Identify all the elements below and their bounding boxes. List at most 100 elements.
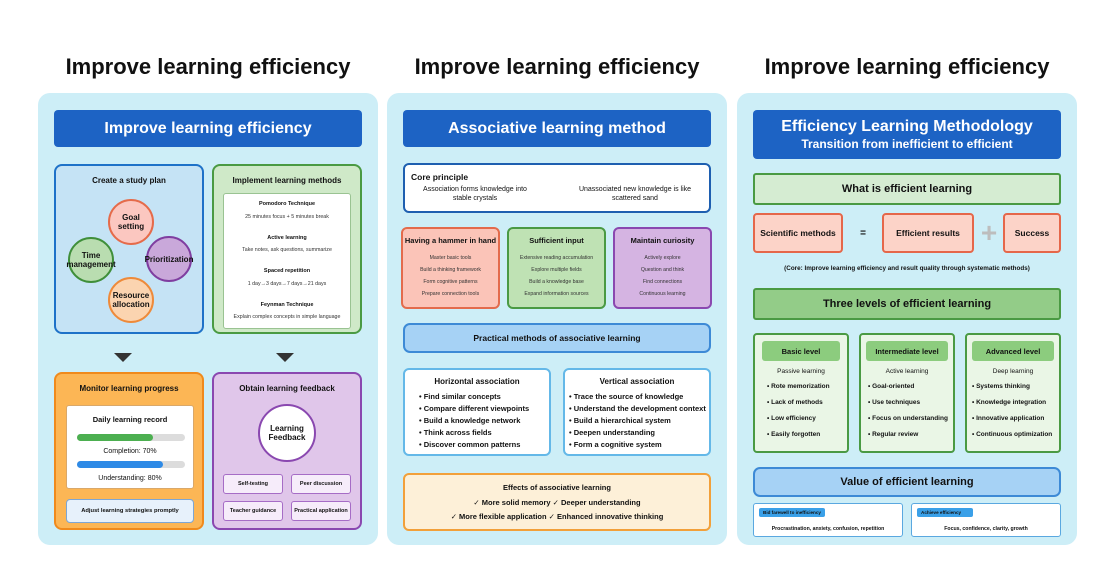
value-farewell-tag: Bid farewell to inefficiency	[759, 508, 825, 517]
level-title: Basic level	[762, 341, 840, 361]
method-desc: Explain complex concepts in simple langu…	[233, 314, 341, 320]
panel-3-title: Improve learning efficiency	[764, 54, 1050, 79]
feedback-item: Practical application	[291, 501, 351, 521]
scientific-methods-box: Scientific methods	[753, 213, 843, 253]
card-item: Expand information sources	[524, 291, 589, 297]
learning-feedback-circle: Learning Feedback	[258, 404, 316, 462]
goal-setting-circle: Goal setting	[108, 199, 154, 245]
feedback-heading: Obtain learning feedback	[239, 384, 335, 393]
method-name: Pomodoro Technique	[258, 201, 316, 207]
hammer-card-title: Having a hammer in hand	[404, 236, 497, 245]
value-farewell-text: Procrastination, anxiety, confusion, rep…	[771, 526, 885, 532]
feedback-item: Peer discussion	[291, 474, 351, 494]
feedback-item: Self-testing	[223, 474, 283, 494]
panel-methodology: Efficiency Learning Methodology Transiti…	[737, 93, 1077, 545]
effects-line-1: ✓ More solid memory ✓ Deeper understandi…	[473, 498, 641, 507]
what-efficient-heading: What is efficient learning	[753, 173, 1061, 205]
panel-1-title: Improve learning efficiency	[65, 54, 351, 79]
panel-3-banner-title: Efficiency Learning Methodology	[781, 118, 1033, 135]
list-item: Rote memorization	[767, 379, 847, 395]
level-card-advanced: Advanced level Deep learning Systems thi…	[965, 333, 1061, 453]
panel-3-banner: Efficiency Learning Methodology Transiti…	[753, 110, 1061, 159]
list-item: Innovative application	[972, 411, 1060, 427]
panel-3-banner-subtitle: Transition from inefficient to efficient	[801, 137, 1013, 151]
list-item: Build a knowledge network	[419, 415, 549, 427]
feedback-item: Teacher guidance	[223, 501, 283, 521]
efficient-results-box: Efficient results	[882, 213, 974, 253]
curiosity-card: Maintain curiosity Actively explore Ques…	[613, 227, 712, 309]
core-principle-right: Unassociated new knowledge is like scatt…	[578, 186, 692, 202]
card-item: Explore multiple fields	[531, 267, 582, 273]
value-achieve-text: Focus, confidence, clarity, growth	[944, 526, 1028, 532]
card-item: Actively explore	[644, 255, 681, 261]
list-item: Systems thinking	[972, 379, 1060, 395]
success-box: Success	[1003, 213, 1061, 253]
list-item: Low efficiency	[767, 411, 847, 427]
practical-methods-banner: Practical methods of associative learnin…	[403, 323, 711, 353]
monitor-heading: Monitor learning progress	[79, 384, 179, 393]
equals-sign: =	[860, 227, 866, 239]
value-heading: Value of efficient learning	[753, 467, 1061, 497]
understanding-label: Understanding: 80%	[98, 475, 162, 482]
card-item: Question and think	[640, 267, 685, 273]
completion-progress-fill	[77, 434, 153, 441]
method-name: Active learning	[267, 235, 307, 241]
understanding-progress-bar	[77, 461, 185, 468]
panel-study: Improve learning efficiency Create a stu…	[38, 93, 378, 545]
list-item: Regular review	[868, 427, 953, 443]
method-name: Spaced repetition	[263, 268, 311, 274]
list-item: Continuous optimization	[972, 427, 1060, 443]
card-item: Find connections	[642, 279, 683, 285]
three-levels-heading: Three levels of efficient learning	[753, 288, 1061, 320]
input-card: Sufficient input Extensive reading accum…	[507, 227, 606, 309]
effects-box: Effects of associative learning ✓ More s…	[403, 473, 711, 531]
monitor-box: Monitor learning progress Daily learning…	[54, 372, 204, 530]
study-plan-heading: Create a study plan	[92, 176, 166, 185]
level-title: Advanced level	[972, 341, 1054, 361]
methods-heading: Implement learning methods	[232, 176, 342, 185]
methods-list: Pomodoro Technique 25 minutes focus + 5 …	[223, 193, 351, 329]
prioritization-circle: Prioritization	[145, 236, 193, 282]
arrow-down-icon	[276, 353, 294, 362]
list-item: Compare different viewpoints	[419, 403, 549, 415]
method-desc: Take notes, ask questions, summarize	[242, 247, 332, 253]
daily-record-card: Daily learning record Completion: 70% Un…	[66, 405, 194, 489]
card-item: Continuous learning	[639, 291, 686, 297]
list-item: Use techniques	[868, 395, 953, 411]
methods-box: Implement learning methods Pomodoro Tech…	[212, 164, 362, 334]
card-item: Prepare connection tools	[421, 291, 480, 297]
horizontal-association-box: Horizontal association Find similar conc…	[403, 368, 551, 456]
core-principle-left: Association forms knowledge into stable …	[423, 186, 527, 202]
feedback-box: Obtain learning feedback Learning Feedba…	[212, 372, 362, 530]
level-title: Intermediate level	[866, 341, 948, 361]
method-desc: 1 day→3 days→7 days→21 days	[247, 281, 327, 287]
list-item: Build a hierarchical system	[569, 415, 709, 427]
resource-allocation-circle: Resource allocation	[108, 277, 154, 323]
understanding-progress-fill	[77, 461, 164, 468]
card-item: Form cognitive patterns	[423, 279, 478, 285]
hammer-card: Having a hammer in hand Master basic too…	[401, 227, 500, 309]
value-achieve-box: Achieve efficiency Focus, confidence, cl…	[911, 503, 1061, 537]
list-item: Deepen understanding	[569, 427, 709, 439]
level-subtitle: Active learning	[885, 368, 929, 375]
effects-title: Effects of associative learning	[503, 483, 611, 492]
vertical-association-box: Vertical association Trace the source of…	[563, 368, 711, 456]
adjust-strategies-button[interactable]: Adjust learning strategies promptly	[66, 499, 194, 523]
completion-progress-bar	[77, 434, 185, 441]
list-item: Find similar concepts	[419, 391, 549, 403]
method-desc: 25 minutes focus + 5 minutes break	[245, 214, 329, 220]
list-item: Discover common patterns	[419, 439, 549, 451]
list-item: Trace the source of knowledge	[569, 391, 709, 403]
list-item: Goal-oriented	[868, 379, 953, 395]
list-item: Think across fields	[419, 427, 549, 439]
panel-1-banner: Improve learning efficiency	[54, 110, 362, 147]
plus-icon: +	[980, 217, 998, 248]
list-item: Lack of methods	[767, 395, 847, 411]
list-item: Focus on understanding	[868, 411, 953, 427]
panel-2-title: Improve learning efficiency	[414, 54, 700, 79]
card-item: Build a thinking framework	[420, 267, 481, 273]
curiosity-card-title: Maintain curiosity	[630, 236, 695, 245]
arrow-down-icon	[114, 353, 132, 362]
study-plan-box: Create a study plan Goal setting Time ma…	[54, 164, 204, 334]
daily-record-title: Daily learning record	[92, 415, 168, 424]
